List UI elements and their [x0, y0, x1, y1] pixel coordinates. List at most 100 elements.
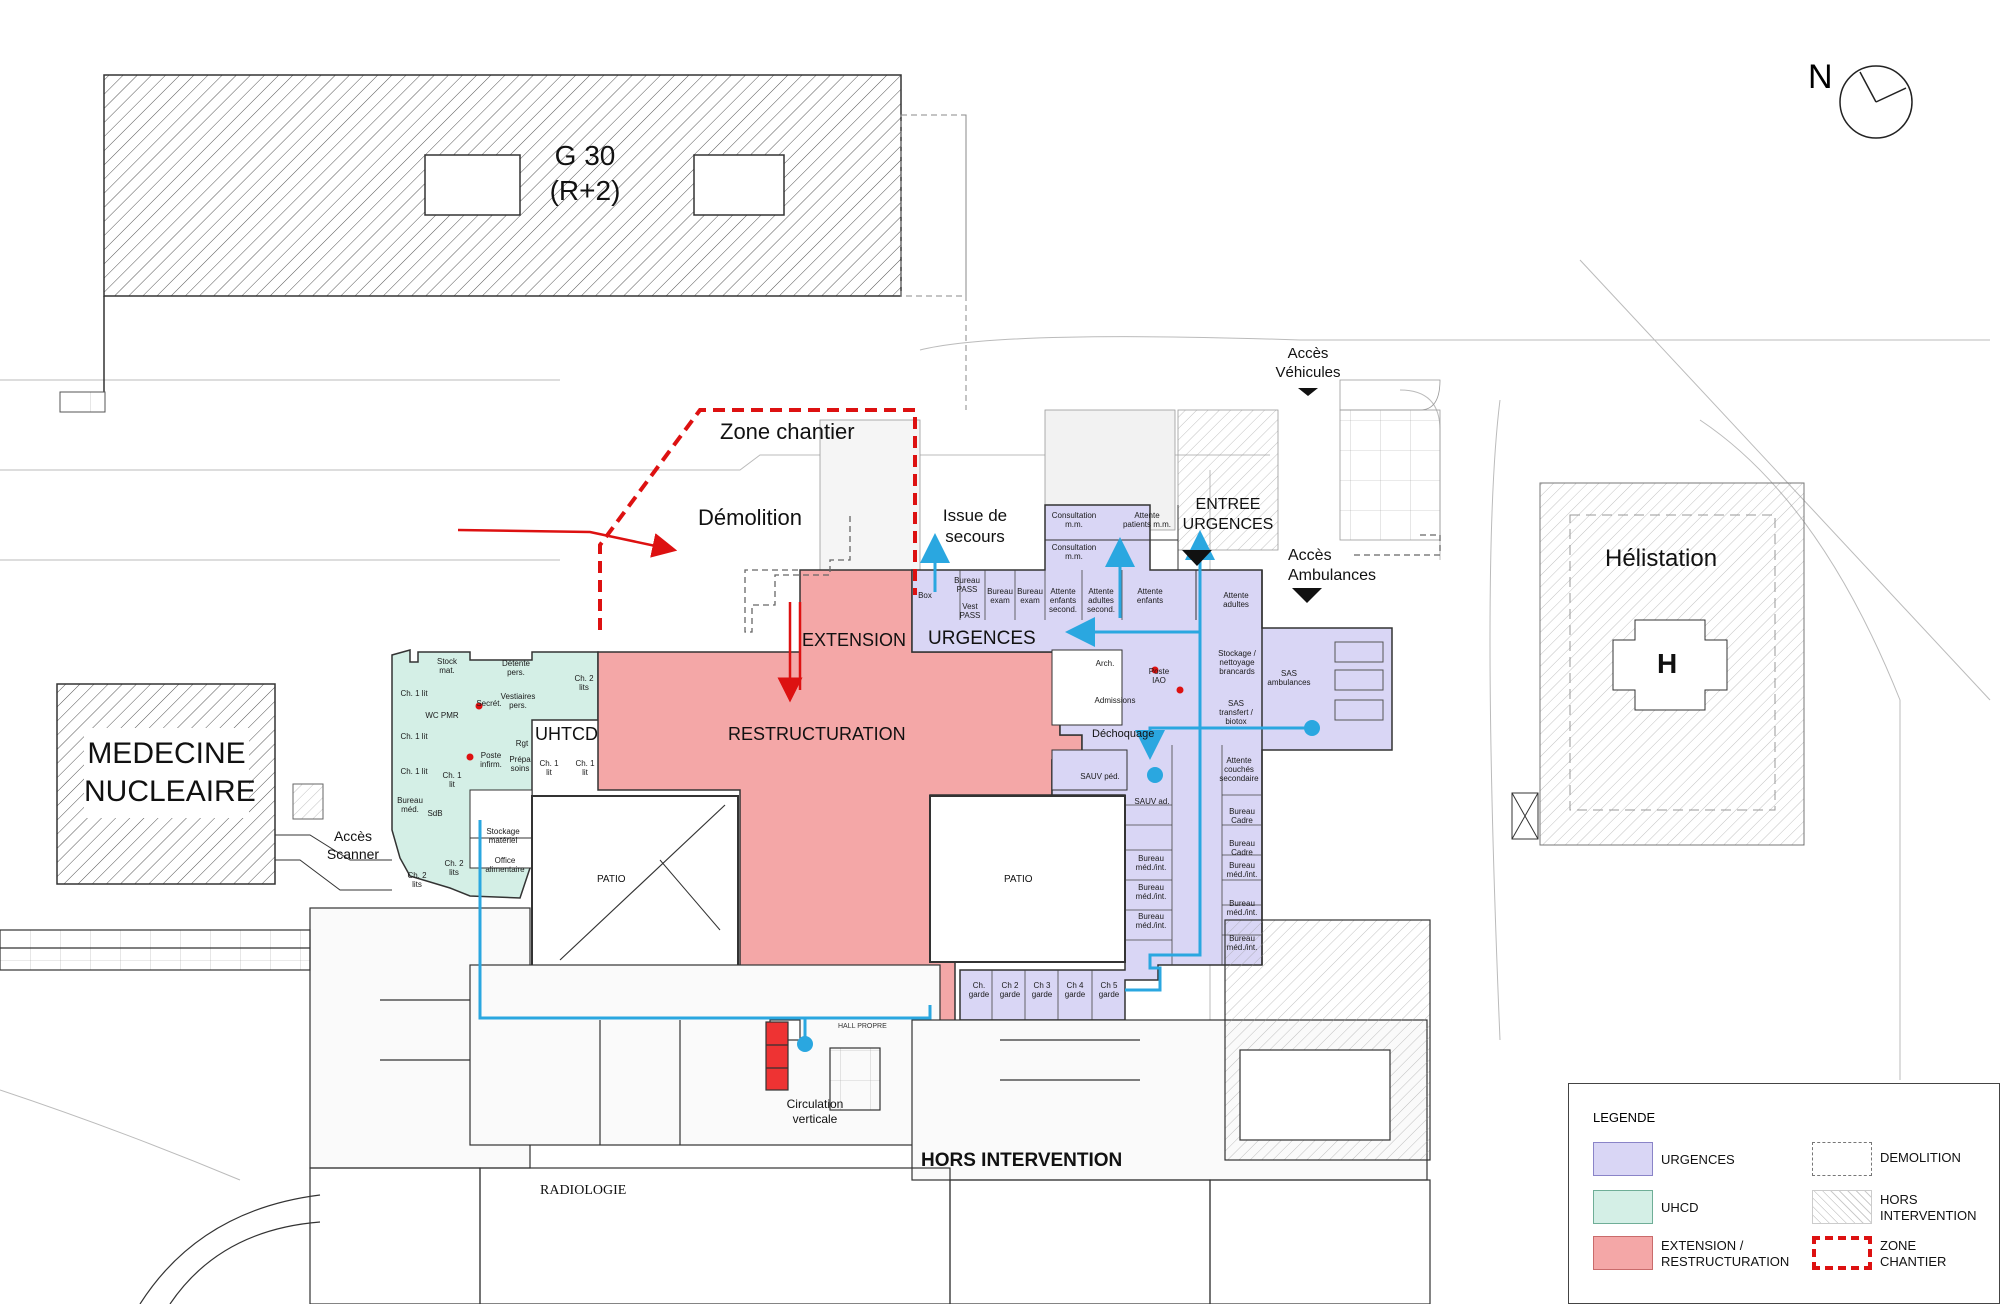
uhcd-detente-pers: Détente pers. [501, 659, 531, 677]
legend-swatch-zone-chantier [1812, 1236, 1872, 1270]
extension-label: EXTENSION [802, 630, 907, 650]
acces-vehicules-line1: Accès [1287, 345, 1329, 362]
room-attente-enfants-second: Attente enfants second. [1048, 587, 1078, 614]
zone-chantier-outline [598, 408, 917, 630]
north-label: N [1808, 58, 1833, 96]
room-admissions: Admissions [1094, 696, 1136, 705]
medecine-nucleaire-line1: MEDECINE [87, 737, 246, 770]
legend-title: LEGENDE [1593, 1110, 1656, 1125]
patio-right-label: PATIO [1004, 874, 1033, 885]
uhcd-vestiaires: Vestiaires pers. [500, 692, 536, 710]
hors-intervention-area [0, 907, 1431, 1304]
room-bureau-cadre-2: Bureau Cadre [1229, 839, 1255, 857]
entree-urgences-label: ENTREE URGENCES [1178, 495, 1278, 535]
room-bureau-exam-1: Bureau exam [987, 587, 1013, 605]
uhcd-ch-2-lits-a: Ch. 2 lits [574, 674, 594, 692]
room-bureau-pass: Bureau PASS [954, 576, 980, 594]
circulation-line2: verticale [792, 1112, 838, 1126]
acces-ambulances-label: Accès Ambulances [1288, 546, 1388, 586]
acces-vehicules-label: Accès Véhicules [1268, 345, 1348, 383]
g30-name: G 30 [554, 140, 616, 171]
legend-text-uhcd: UHCD [1661, 1200, 1699, 1215]
issue-secours-line1: Issue de [942, 506, 1008, 525]
room-ch-garde-1: Ch. garde [968, 981, 990, 999]
legend-label-hors-intervention: HORS INTERVENTION [1880, 1192, 1977, 1225]
room-bureau-exam-2: Bureau exam [1017, 587, 1043, 605]
medecine-nucleaire-line2: NUCLEAIRE [84, 774, 256, 808]
hors-intervention-label: HORS INTERVENTION [921, 1150, 1123, 1171]
uhcd-wc-pmr: WC PMR [425, 711, 459, 720]
room-attente-adultes-second: Attente adultes second. [1086, 587, 1116, 614]
acces-scanner-line2: Scanner [326, 845, 380, 862]
uhtcd-label: UHTCD [535, 724, 598, 744]
room-attente-enfants: Attente enfants [1136, 587, 1164, 605]
hall-proprie-label: HALL PROPRE [838, 1023, 887, 1030]
room-sas-ambulances: SAS ambulances [1267, 669, 1311, 687]
acces-scanner-line1: Accès [333, 828, 373, 844]
zone-chantier-label: Zone chantier [720, 419, 855, 444]
room-sas-transfert: SAS transfert / biotox [1219, 699, 1253, 726]
urgences-zone [911, 504, 1393, 1021]
urgences-label: URGENCES [928, 628, 1036, 649]
acces-ambulances-line1: Accès [1288, 547, 1332, 564]
room-ch-garde-4: Ch 4 garde [1064, 981, 1086, 999]
legend-swatch-extension [1593, 1236, 1653, 1270]
radiologie-label: RADIOLOGIE [540, 1183, 627, 1198]
legend-label-uhcd: UHCD [1661, 1200, 1699, 1216]
uhcd-ch-2-lits-b: Ch. 2 lits [407, 871, 427, 889]
uhcd-ch-4: Ch. 1 lit [575, 759, 595, 777]
uhcd-ch-3: Ch. 1 lit [539, 759, 559, 777]
legend-label-demolition: DEMOLITION [1880, 1150, 1961, 1166]
room-sauv-ad: SAUV ad. [1134, 797, 1170, 806]
legend-label-urgences: URGENCES [1661, 1152, 1735, 1168]
legend-text-extension-1: EXTENSION / [1661, 1238, 1744, 1253]
legend-text-chantier-1: ZONE [1880, 1238, 1917, 1253]
demolition-label: Démolition [698, 505, 802, 530]
room-attente-couches: Attente couchés secondaire [1219, 756, 1259, 783]
room-bureau-med-2: Bureau méd./int. [1226, 899, 1258, 917]
uhcd-ch-2-lits-c: Ch. 2 lits [444, 859, 464, 877]
room-ch-garde-5: Ch 5 garde [1098, 981, 1120, 999]
uhcd-ch-2: Ch. 1 lit [400, 732, 428, 741]
entree-urgences-line2: URGENCES [1182, 516, 1274, 533]
uhcd-sdb: SdB [427, 809, 443, 818]
uhcd-ch-1: Ch. 1 lit [400, 689, 428, 698]
uhcd-secret: Secrét. [476, 699, 502, 708]
room-bureau-med-3: Bureau méd./int. [1226, 934, 1258, 952]
patio-left-label: PATIO [597, 874, 626, 885]
circulation-label: Circulation verticale [775, 1097, 855, 1127]
legend-swatch-demolition [1812, 1142, 1872, 1176]
building-medecine-nucleaire [56, 683, 276, 885]
site-roads [0, 259, 1991, 1181]
legend-text-urgences: URGENCES [1661, 1152, 1735, 1167]
room-bureau-cadre-1: Bureau Cadre [1229, 807, 1255, 825]
patio-left [531, 795, 739, 967]
scanner-corridor [275, 783, 392, 891]
legend-text-hors-2: INTERVENTION [1880, 1208, 1977, 1224]
room-ch-garde-2: Ch 2 garde [999, 981, 1021, 999]
patio-right [929, 795, 1126, 963]
issue-secours-label: Issue de secours [930, 505, 1020, 548]
red-arrows [457, 528, 803, 703]
helistation-pad [1511, 482, 1805, 846]
dechoquage-label: Déchoquage [1092, 728, 1155, 740]
helistation-label: Hélistation [1605, 545, 1718, 572]
legend-swatch-hors-intervention [1812, 1190, 1872, 1224]
uhcd-bureau-med: Bureau méd. [397, 796, 423, 814]
room-vest-pass: Vest PASS [959, 602, 981, 620]
acces-vehicules-line2: Véhicules [1275, 363, 1341, 381]
g30-label: G 30 (R+2) [530, 138, 640, 208]
uhcd-poste-infirm: Poste infirm. [480, 751, 502, 769]
room-poste-iao: Poste IAO [1148, 667, 1170, 685]
acces-scanner-label: Accès Scanner [318, 828, 388, 863]
room-box: Box [918, 591, 932, 600]
uhcd-office-alimentaire: Office alimentaire [485, 856, 525, 874]
legend-text-hors-1: HORS [1880, 1192, 1918, 1207]
room-sauv-ped: SAUV péd. [1080, 772, 1120, 781]
uhcd-rgt: Rgt [515, 739, 529, 748]
flow-points [797, 720, 1320, 1052]
room-bureau-med-4: Bureau méd./int. [1135, 854, 1167, 872]
room-ch-garde-3: Ch 3 garde [1031, 981, 1053, 999]
urgences-room-lines [959, 570, 1262, 1020]
compass-icon [1839, 65, 1913, 139]
